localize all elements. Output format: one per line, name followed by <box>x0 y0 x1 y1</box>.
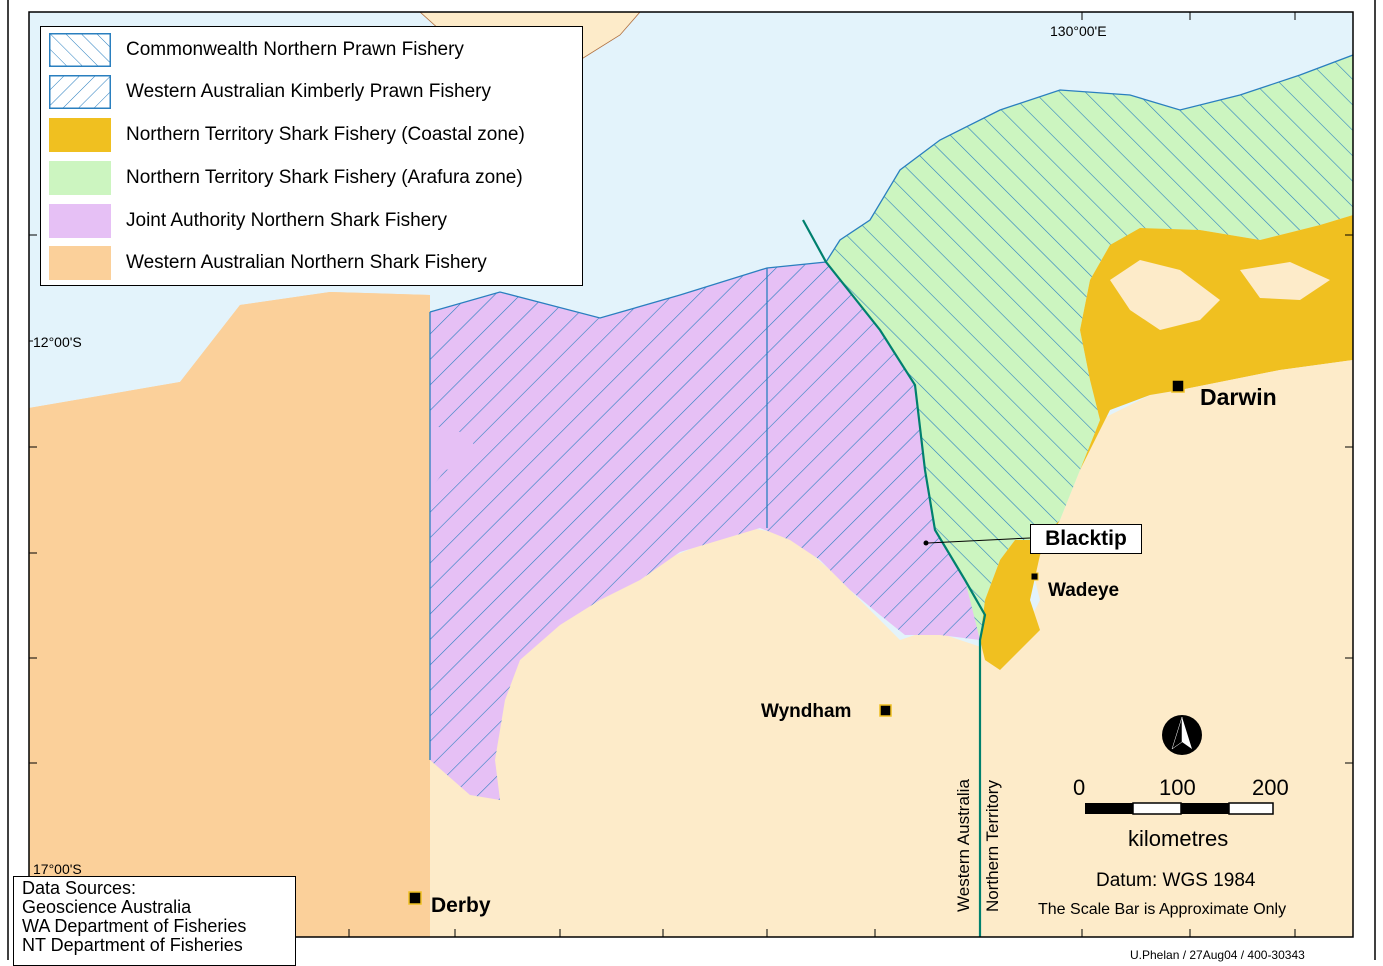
legend-label: Western Australian Northern Shark Fisher… <box>126 252 487 273</box>
city-label-derby: Derby <box>431 894 491 917</box>
scale-tick-label: 0 <box>1073 775 1086 800</box>
mainland-east <box>430 360 1353 937</box>
legend: Commonwealth Northern Prawn Fishery West… <box>40 26 583 286</box>
data-source-item: Geoscience Australia <box>22 897 192 917</box>
legend-swatch-wa-prawn <box>49 75 111 109</box>
wadeye-marker <box>1030 572 1039 581</box>
blacktip-marker <box>923 540 929 546</box>
latitude-label: 17°00'S <box>33 861 82 877</box>
wyndham-marker <box>879 704 892 717</box>
legend-swatch-cw-prawn <box>49 33 111 67</box>
datum-label: Datum: WGS 1984 <box>1096 870 1256 891</box>
scale-tick-label: 100 <box>1159 775 1196 800</box>
map-frame <box>28 11 1354 938</box>
wa-shark-zone <box>29 292 430 937</box>
legend-label: Western Australian Kimberly Prawn Fisher… <box>126 81 491 102</box>
legend-item: Joint Authority Northern Shark Fishery <box>49 204 574 238</box>
scale-tick-label: 200 <box>1252 775 1289 800</box>
darwin-marker <box>1171 379 1185 393</box>
city-label-darwin: Darwin <box>1200 384 1277 410</box>
legend-item: Commonwealth Northern Prawn Fishery <box>49 33 574 67</box>
legend-item: Western Australian Northern Shark Fisher… <box>49 246 574 280</box>
legend-label: Northern Territory Shark Fishery (Arafur… <box>126 167 523 188</box>
latitude-label: 12°00'S <box>33 334 82 350</box>
data-source-item: NT Department of Fisheries <box>22 935 243 955</box>
city-label-wyndham: Wyndham <box>761 701 852 722</box>
longitude-label: 130°00'E <box>1050 23 1107 39</box>
scale-note: The Scale Bar is Approximate Only <box>1038 901 1287 918</box>
state-border-line <box>802 219 987 937</box>
graticule-ticks <box>29 12 1353 937</box>
legend-label: Joint Authority Northern Shark Fishery <box>126 210 448 231</box>
data-sources-title: Data Sources: <box>22 878 137 898</box>
legend-swatch-joint <box>49 204 111 238</box>
city-label-wadeye: Wadeye <box>1048 580 1120 601</box>
border-label-wa: Western Australia <box>954 779 973 912</box>
legend-label: Northern Territory Shark Fishery (Coasta… <box>126 124 525 145</box>
derby-marker <box>408 891 422 905</box>
legend-item: Northern Territory Shark Fishery (Arafur… <box>49 161 574 195</box>
legend-item: Western Australian Kimberly Prawn Fisher… <box>49 75 574 109</box>
legend-item: Northern Territory Shark Fishery (Coasta… <box>49 118 574 152</box>
scale-unit: kilometres <box>1128 826 1229 851</box>
credit-line: U.Phelan / 27Aug04 / 400-30343 <box>1130 948 1305 962</box>
border-label-nt: Northern Territory <box>983 780 1002 912</box>
data-sources-box: Data Sources: Geoscience Australia WA De… <box>13 876 296 966</box>
legend-swatch-nt-arafura <box>49 161 111 195</box>
scale-bar <box>1085 802 1274 815</box>
blacktip-label: Blacktip <box>1030 524 1142 554</box>
legend-swatch-nt-coastal <box>49 118 111 152</box>
data-source-item: WA Department of Fisheries <box>22 916 247 936</box>
legend-swatch-wa-shark <box>49 246 111 280</box>
north-arrow-icon <box>1162 715 1202 755</box>
nt-coastal-zone <box>980 215 1353 670</box>
legend-label: Commonwealth Northern Prawn Fishery <box>126 39 464 60</box>
